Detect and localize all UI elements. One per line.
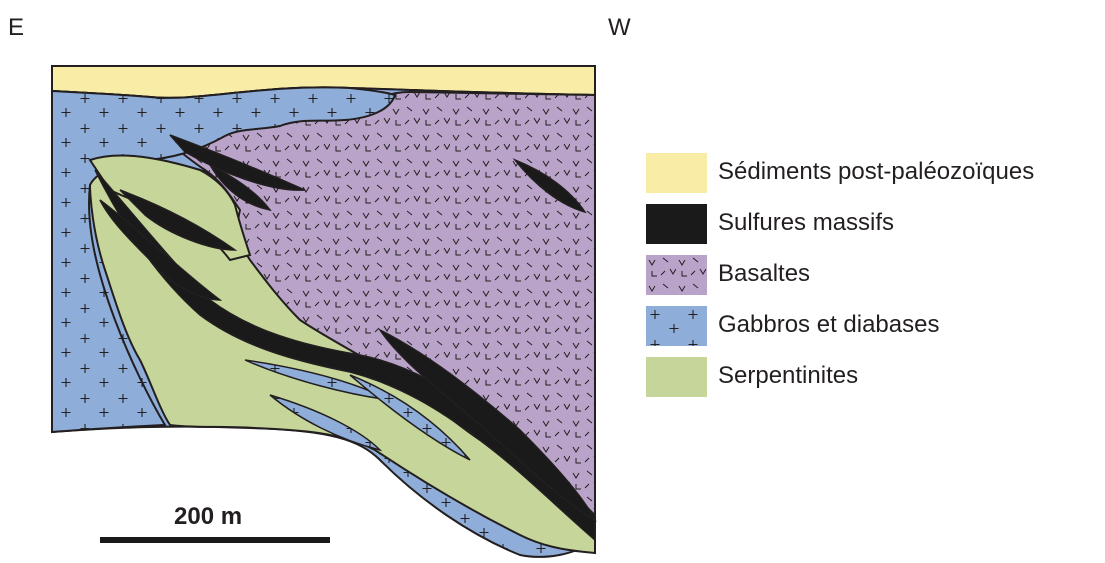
legend-label-serpentinites: Serpentinites: [718, 362, 859, 389]
basalts-swatch: [646, 255, 707, 295]
legend-label-sediments: Sédiments post-paléozoïques: [718, 158, 1035, 185]
sulfides-swatch: [646, 204, 707, 244]
sulfide-lens-4: [208, 163, 272, 212]
sulfide-lens-1: [99, 199, 223, 301]
serpentinites-swatch: [646, 357, 707, 397]
gabbro-upper-body: [51, 86, 397, 434]
sulfide-bodies: [94, 134, 597, 542]
gabbro-sliver-2: [269, 394, 383, 452]
gabbro-sliver-3: [349, 374, 471, 461]
scale-bar-label: 200 m: [174, 503, 243, 530]
gabbros-swatch: [646, 306, 707, 346]
sulfide-lens-6: [512, 158, 587, 214]
east-label: E: [8, 14, 25, 41]
scale-bar: [100, 537, 330, 543]
legend-label-basalts: Basaltes: [718, 260, 811, 287]
sulfide-lens-5: [377, 328, 597, 522]
gabbro-slivers: [244, 359, 471, 461]
west-label: W: [608, 14, 631, 41]
legend-label-gabbros: Gabbros et diabases: [718, 311, 940, 338]
sulfide-lens-main: [94, 169, 596, 542]
legend-label-sulfides: Sulfures massifs: [718, 209, 895, 236]
sulfide-lens-2: [119, 189, 238, 251]
sediments-swatch: [646, 153, 707, 193]
